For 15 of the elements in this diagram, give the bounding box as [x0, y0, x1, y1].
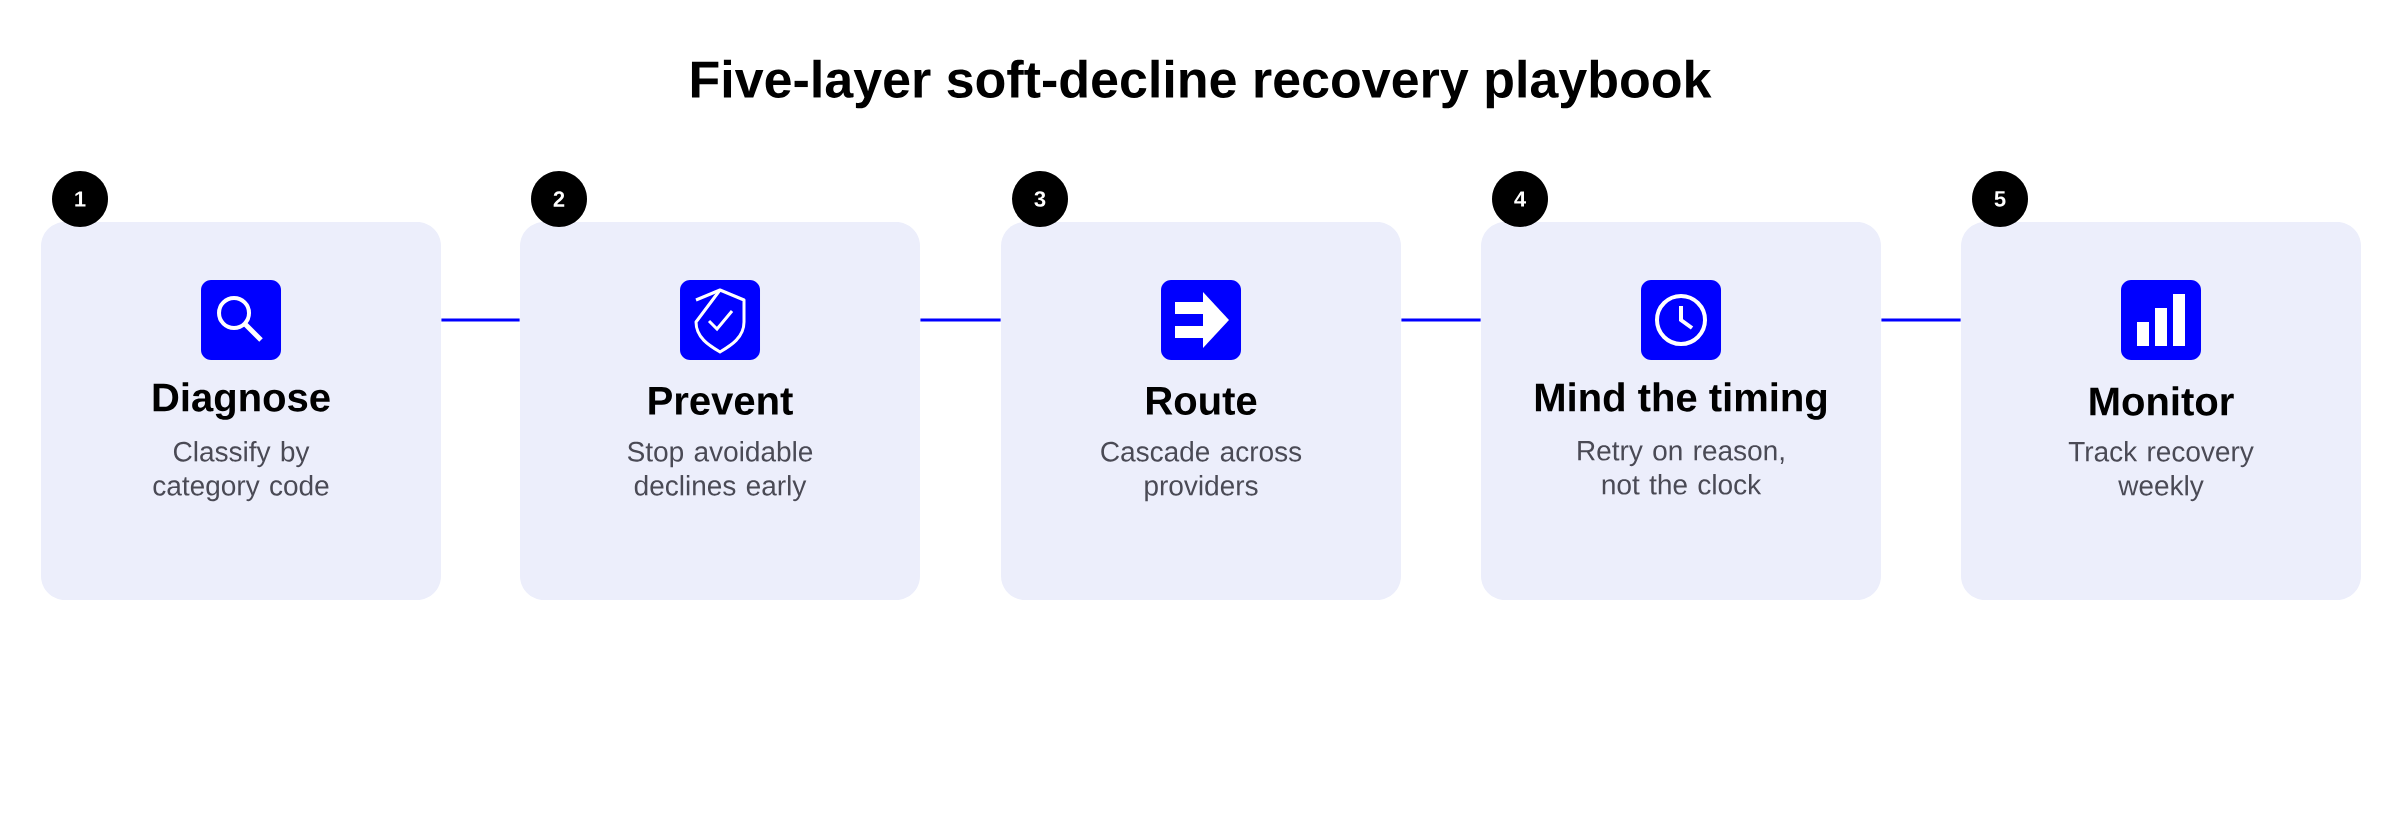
- step-card: Monitor Track recovery weekly: [1961, 222, 2361, 600]
- connector-line: [441, 318, 520, 322]
- step-number-badge: 5: [1972, 171, 2028, 227]
- step-card: Route Cascade across providers: [1001, 222, 1401, 600]
- connector-line: [1401, 318, 1481, 322]
- connector-line: [920, 318, 1001, 322]
- step-number-badge: 4: [1492, 171, 1548, 227]
- title: Five-layer soft-decline recovery playbook: [691, 59, 1712, 109]
- connector-line: [1881, 318, 1961, 322]
- step-card: Mind the timing Retry on reason, not the clock: [1481, 222, 1881, 600]
- step-card: Diagnose Classify by category code: [41, 222, 441, 600]
- step-number-badge: 3: [1012, 171, 1068, 227]
- step-card: Prevent Stop avoidable declines early: [520, 222, 920, 600]
- step-number-badge: 1: [52, 171, 108, 227]
- step-number-badge: 2: [531, 171, 587, 227]
